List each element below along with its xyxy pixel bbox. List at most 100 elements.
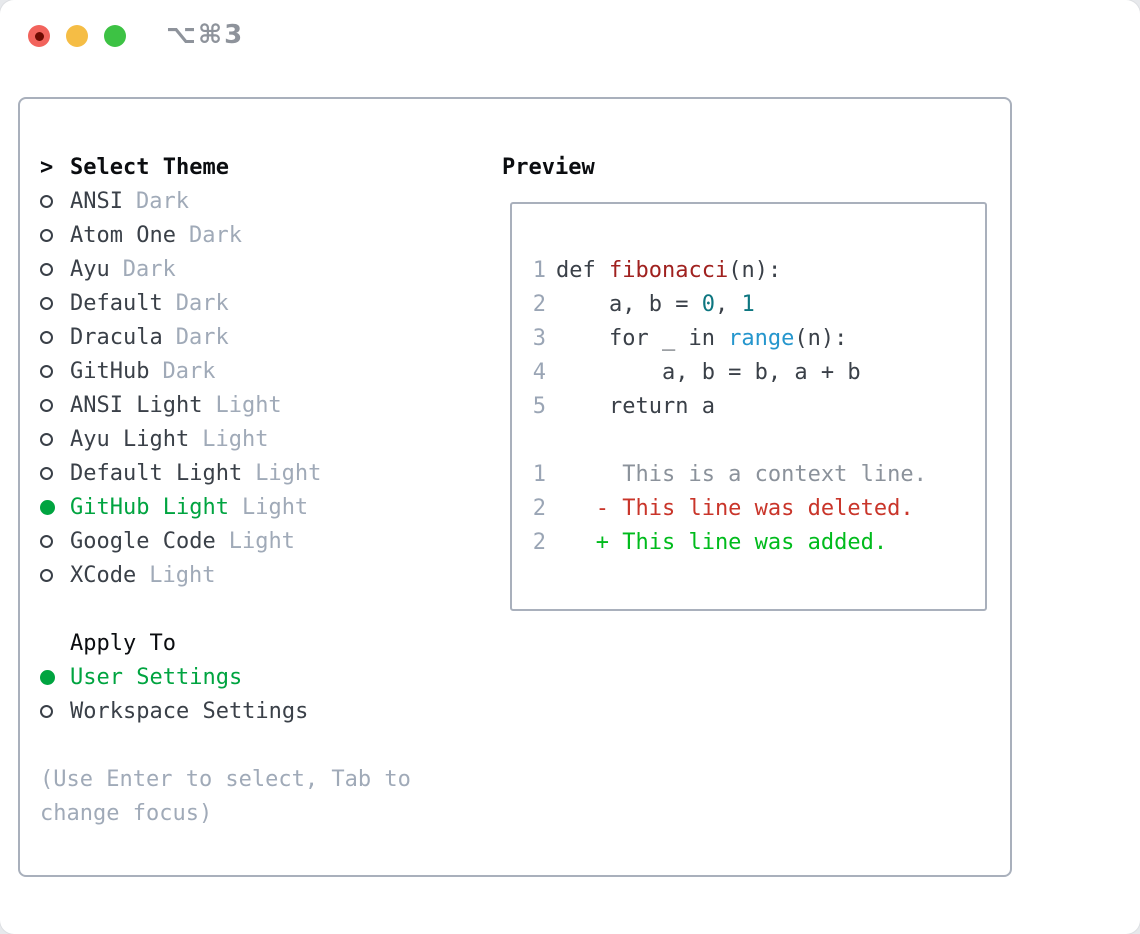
code-token: This is a context line. <box>556 461 927 487</box>
radio-selected-icon <box>40 669 55 685</box>
preview-line-code-3: 3 for _ in range(n): <box>532 321 985 355</box>
radio-unselected-icon <box>40 432 53 446</box>
radio-marker <box>40 194 70 208</box>
apply-to-header-row: Apply To <box>40 626 411 660</box>
minimize-button[interactable] <box>66 25 88 47</box>
theme-option-xcode[interactable]: XCode Light <box>40 558 411 592</box>
zoom-button[interactable] <box>104 25 126 47</box>
preview-line-context-7: 1 This is a context line. <box>532 457 985 491</box>
preview-line-code-4: 4 a, b = b, a + b <box>532 355 985 389</box>
radio-marker <box>40 669 70 685</box>
theme-variant-label: Dark <box>188 222 242 248</box>
radio-marker <box>40 364 70 378</box>
radio-marker <box>40 296 70 310</box>
line-content: a, b = b, a + b <box>556 360 861 385</box>
code-token: for _ in <box>556 325 729 351</box>
radio-unselected-icon <box>40 704 53 718</box>
code-token: (n): <box>794 325 848 351</box>
radio-marker <box>40 499 70 515</box>
theme-name: Google Code <box>70 528 216 554</box>
close-dot-icon <box>34 31 44 41</box>
radio-unselected-icon <box>40 330 53 344</box>
radio-marker <box>40 228 70 242</box>
help-text-line-2: change focus) <box>40 800 213 826</box>
theme-name: Default Light <box>70 460 243 486</box>
code-token: (n): <box>728 257 782 283</box>
spacer <box>40 592 411 626</box>
preview-title: Preview <box>502 154 595 180</box>
line-number: 1 <box>532 461 546 487</box>
line-content: def fibonacci(n): <box>556 258 781 283</box>
line-number: 1 <box>532 257 546 283</box>
preview-line-blank-6 <box>532 423 985 457</box>
apply-to-title: Apply To <box>70 630 176 656</box>
radio-unselected-icon <box>40 534 53 548</box>
radio-marker <box>40 704 70 718</box>
code-token: def <box>556 257 609 283</box>
radio-marker <box>40 262 70 276</box>
theme-option-ayu[interactable]: Ayu Dark <box>40 252 411 286</box>
apply-option-label: User Settings <box>70 664 243 690</box>
line-content: This is a context line. <box>556 462 927 487</box>
radio-unselected-icon <box>40 262 53 276</box>
theme-name: GitHub <box>70 358 150 384</box>
apply-option-user-settings[interactable]: User Settings <box>40 660 411 694</box>
code-token: 0 <box>701 291 715 317</box>
theme-name: ANSI <box>70 188 123 214</box>
theme-variant-label: Dark <box>135 188 189 214</box>
preview-line-code-5: 5 return a <box>532 389 985 423</box>
theme-option-atom-one[interactable]: Atom One Dark <box>40 218 411 252</box>
theme-name: ANSI Light <box>70 392 203 418</box>
radio-marker <box>40 432 70 446</box>
radio-marker <box>40 330 70 344</box>
theme-option-default[interactable]: Default Dark <box>40 286 411 320</box>
line-content: return a <box>556 394 715 419</box>
theme-variant-label: Light <box>202 426 269 452</box>
code-token: a, b = <box>556 291 702 317</box>
theme-variant-label: Dark <box>175 290 229 316</box>
code-token: - This line was deleted. <box>556 495 914 521</box>
radio-unselected-icon <box>40 228 53 242</box>
radio-unselected-icon <box>40 296 53 310</box>
line-content: a, b = 0, 1 <box>556 292 755 317</box>
preview-line-added-9: 2 + This line was added. <box>532 525 985 559</box>
theme-name: Ayu <box>70 256 110 282</box>
apply-option-workspace-settings[interactable]: Workspace Settings <box>40 694 411 728</box>
theme-variant-label: Light <box>149 562 216 588</box>
line-number: 5 <box>532 393 546 419</box>
theme-option-ansi[interactable]: ANSI Dark <box>40 184 411 218</box>
theme-name: Default <box>70 290 163 316</box>
theme-variant-label: Light <box>228 528 295 554</box>
help-text-line-1: (Use Enter to select, Tab to <box>40 766 411 792</box>
window-title: ⌥⌘3 <box>166 20 245 50</box>
theme-variant-label: Dark <box>122 256 176 282</box>
theme-option-google-code[interactable]: Google Code Light <box>40 524 411 558</box>
theme-name: XCode <box>70 562 137 588</box>
radio-marker <box>40 568 70 582</box>
close-button[interactable] <box>28 25 50 47</box>
radio-marker <box>40 534 70 548</box>
preview-line-code-1: 1 def fibonacci(n): <box>532 253 985 287</box>
code-token: a, b = b, a + b <box>556 359 861 385</box>
theme-variant-label: Dark <box>175 324 229 350</box>
theme-name: Atom One <box>70 222 176 248</box>
radio-unselected-icon <box>40 568 53 582</box>
theme-name: GitHub Light <box>70 494 229 520</box>
radio-marker <box>40 398 70 412</box>
radio-unselected-icon <box>40 398 53 412</box>
code-token: fibonacci <box>608 257 729 283</box>
radio-marker <box>40 466 70 480</box>
line-content: - This line was deleted. <box>556 496 914 521</box>
theme-picker-header-row: > Select Theme <box>40 150 411 184</box>
